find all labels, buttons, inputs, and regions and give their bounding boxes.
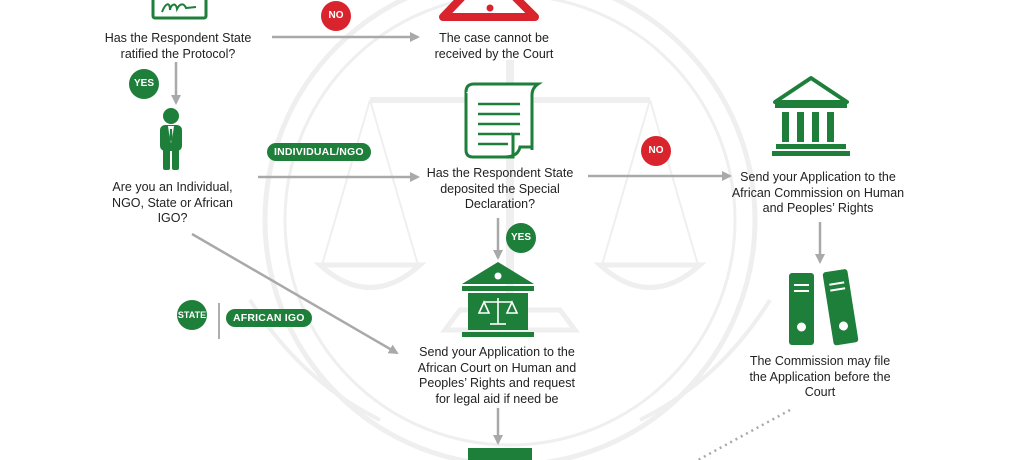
state-badge: STATE [177, 300, 207, 330]
court-building-with-scales-icon [462, 262, 534, 337]
warning-triangle-icon [439, 0, 539, 21]
dotted-commission-to-court [697, 408, 791, 460]
individual-ngo-tag: INDIVIDUAL/NGO [267, 143, 371, 161]
next-step-block [468, 448, 532, 460]
african-igo-tag: AFRICAN IGO [226, 309, 312, 327]
scales-of-justice-watermark [248, 0, 772, 460]
classical-building-icon [772, 76, 850, 156]
node-case-not-received: The case cannot be received by the Court [434, 31, 554, 61]
node-applicant-type-question: Are you an Individual, NGO, State or Afr… [112, 180, 233, 225]
arrow-applicant-to-court [191, 232, 399, 355]
yes-badge-declaration: YES [506, 223, 536, 253]
no-badge-ratified: NO [321, 1, 351, 31]
node-send-to-court: Send your Application to the African Cou… [417, 345, 577, 406]
node-commission-may-file: The Commission may file the Application … [749, 354, 891, 399]
signature-document-icon [151, 0, 208, 20]
node-ratified-question: Has the Respondent State ratified the Pr… [104, 31, 252, 61]
file-binders-icon [789, 269, 859, 346]
scroll-document-icon [464, 82, 543, 159]
node-send-to-commission: Send your Application to the African Com… [731, 170, 905, 215]
node-special-declaration-question: Has the Respondent State deposited the S… [426, 166, 574, 211]
yes-badge-ratified: YES [129, 69, 159, 99]
person-icon [160, 108, 182, 170]
no-badge-declaration: NO [641, 136, 671, 166]
connectors [171, 32, 825, 460]
